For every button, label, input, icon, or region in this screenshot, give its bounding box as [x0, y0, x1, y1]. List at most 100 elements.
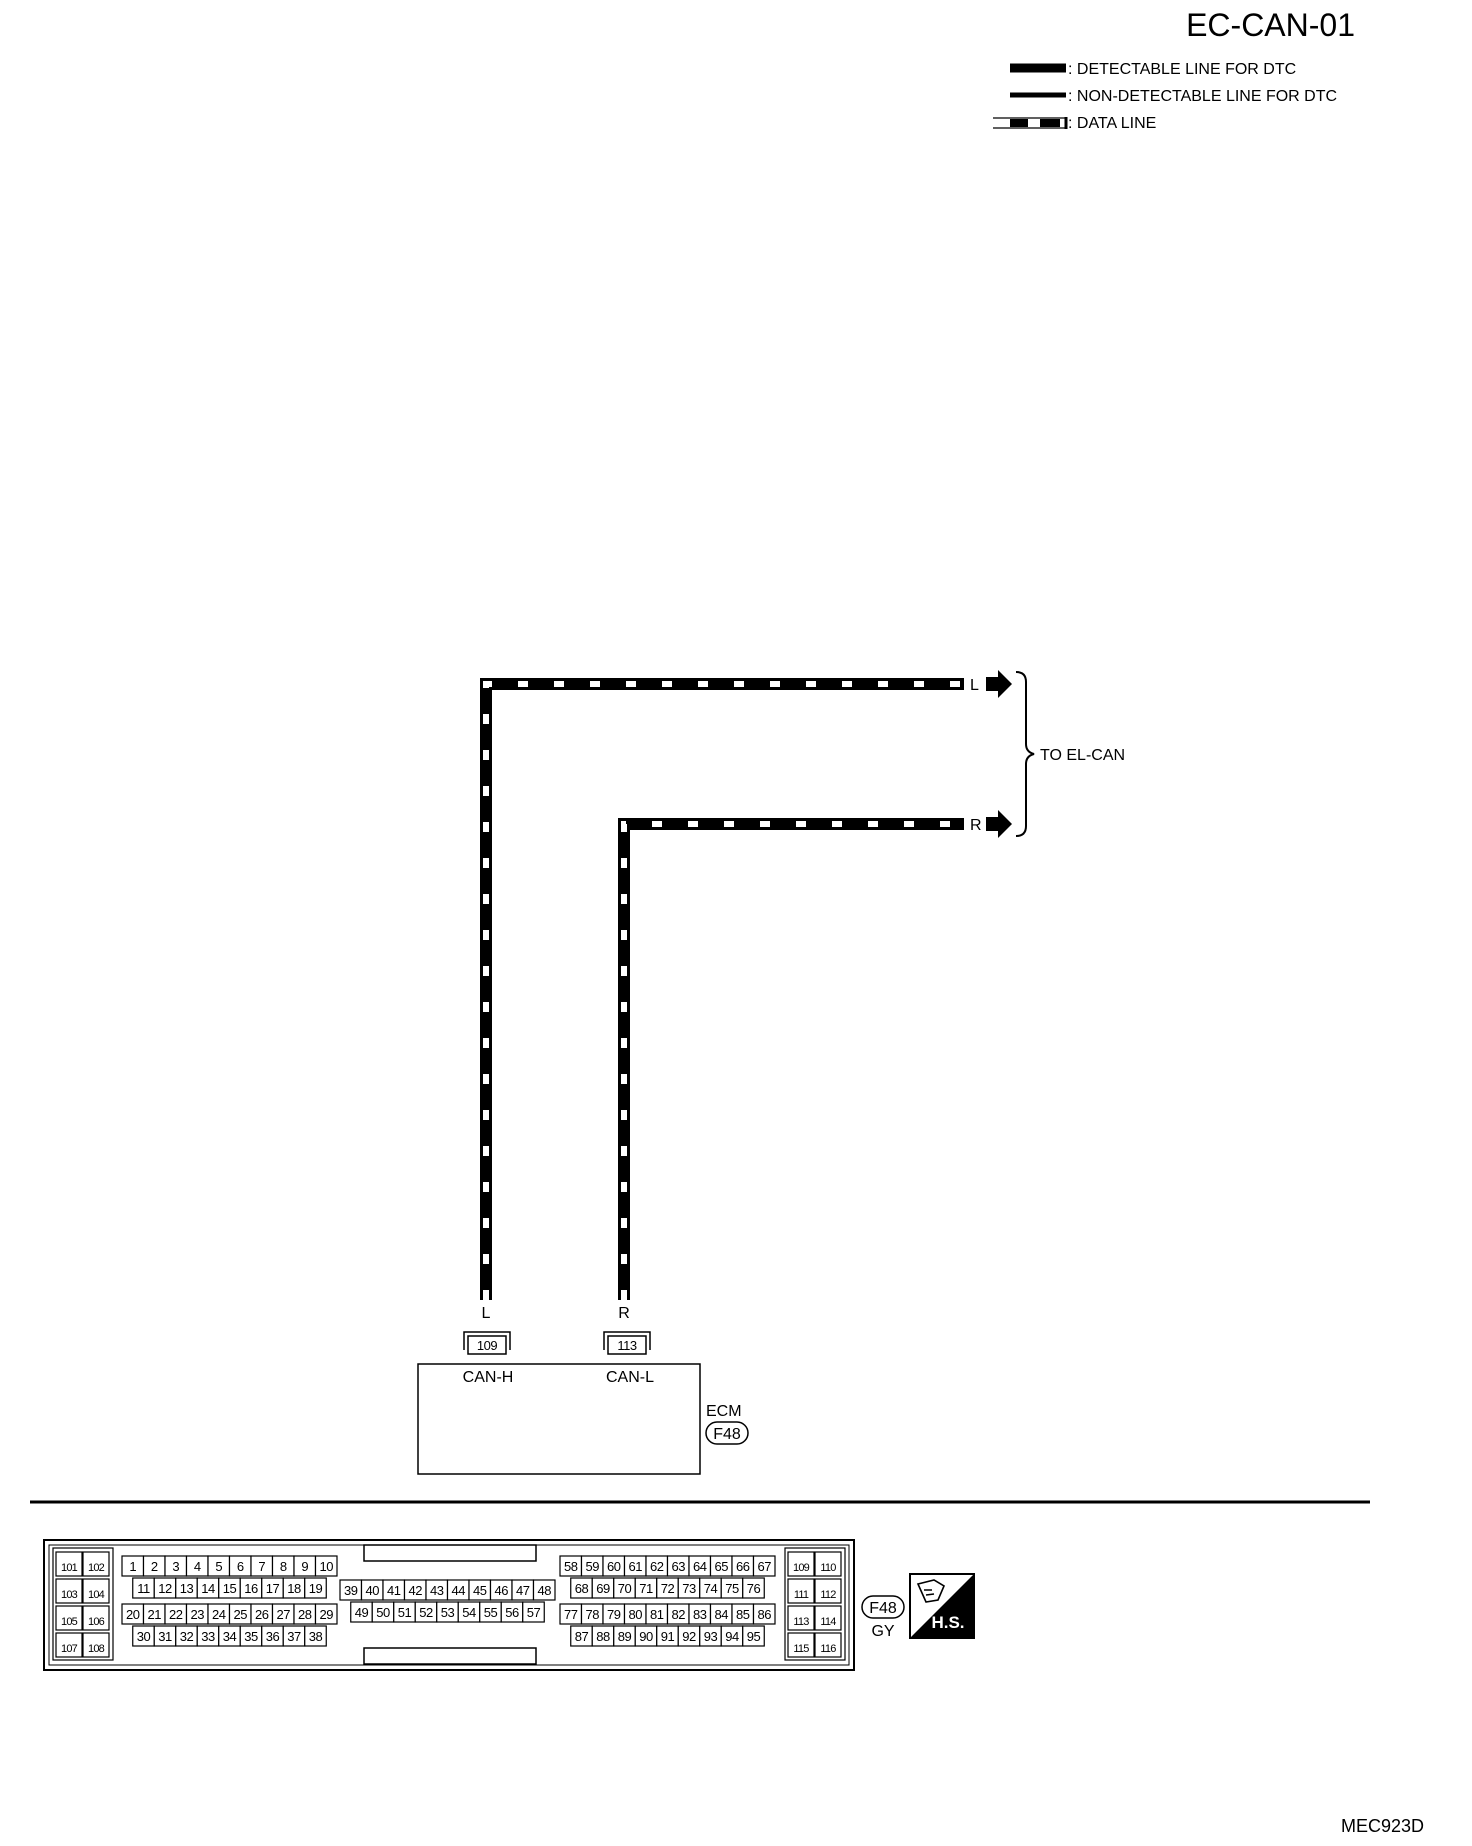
pin-number: 42	[409, 1583, 423, 1598]
pin-number: 73	[682, 1581, 696, 1596]
pin-cavity-49: 49	[350, 1601, 373, 1623]
pin-number: 93	[704, 1629, 718, 1644]
pin-cavity-110: 110	[814, 1551, 842, 1577]
pin-cavity-34: 34	[218, 1625, 241, 1647]
pin-cavity-64: 64	[688, 1555, 712, 1577]
pin-cavity-73: 73	[677, 1577, 701, 1599]
pin-number: 61	[629, 1559, 643, 1574]
pin-number: 58	[564, 1559, 578, 1574]
brace	[1015, 671, 1035, 837]
pin-cavity-28: 28	[293, 1603, 317, 1625]
pin-number: 10	[320, 1559, 334, 1574]
pin-number: 51	[398, 1605, 412, 1620]
pin-cavity-80: 80	[623, 1603, 647, 1625]
pin-cavity-60: 60	[602, 1555, 626, 1577]
pin-cavity-107: 107	[55, 1632, 83, 1658]
pin-number: 9	[301, 1559, 308, 1574]
ecm-connector-badge: F48	[705, 1421, 749, 1445]
pin-number: 83	[693, 1607, 707, 1622]
pin-number: 1	[129, 1559, 136, 1574]
pin-number: 23	[191, 1607, 205, 1622]
pin-cavity-33: 33	[196, 1625, 220, 1647]
pin-cavity-13: 13	[175, 1577, 198, 1599]
pin-number: 67	[758, 1559, 772, 1574]
pin-cavity-95: 95	[742, 1625, 765, 1647]
pin-number: 66	[736, 1559, 750, 1574]
pin-number: 32	[180, 1629, 194, 1644]
pin-number: 7	[258, 1559, 265, 1574]
pin-number: 57	[527, 1605, 541, 1620]
pin-cavity-113: 113	[787, 1605, 815, 1631]
pin-number: 59	[586, 1559, 600, 1574]
pin-number: 35	[244, 1629, 258, 1644]
pin-cavity-44: 44	[446, 1579, 470, 1601]
pin-number: 81	[650, 1607, 664, 1622]
pin-cavity-32: 32	[175, 1625, 198, 1647]
legend-non-detectable-label: : NON-DETECTABLE LINE FOR DTC	[1068, 88, 1337, 105]
ecm-label: ECM	[706, 1403, 742, 1420]
pin-number: 55	[484, 1605, 498, 1620]
pin-cavity-11: 11	[132, 1577, 155, 1599]
pin-cavity-42: 42	[403, 1579, 427, 1601]
pin-number: 64	[693, 1559, 707, 1574]
pin-cavity-10: 10	[314, 1555, 338, 1577]
pin-cavity-109: 109	[787, 1551, 815, 1577]
pin-number: 85	[736, 1607, 750, 1622]
pin-cavity-25: 25	[228, 1603, 252, 1625]
pin-number: 101	[61, 1562, 78, 1574]
pin-cavity-94: 94	[720, 1625, 744, 1647]
pin-cavity-57: 57	[522, 1601, 545, 1623]
pin-cavity-65: 65	[709, 1555, 733, 1577]
pin-number: 16	[244, 1581, 258, 1596]
pin-cavity-36: 36	[261, 1625, 284, 1647]
arrow-right-icon	[986, 810, 1012, 838]
svg-text:F48: F48	[869, 1600, 897, 1617]
pin-block-frame	[52, 1547, 114, 1661]
pin-cavity-3: 3	[164, 1555, 188, 1577]
pin-cavity-68: 68	[570, 1577, 593, 1599]
pin-cavity-29: 29	[314, 1603, 338, 1625]
pin-number: 17	[266, 1581, 280, 1596]
pin-cavity-101: 101	[55, 1551, 83, 1577]
pin-number: 56	[505, 1605, 519, 1620]
pin-number: 48	[538, 1583, 552, 1598]
pin-cavity-61: 61	[623, 1555, 647, 1577]
pin-number: 37	[287, 1629, 301, 1644]
pin-cavity-2: 2	[142, 1555, 166, 1577]
pin-number: 4	[194, 1559, 201, 1574]
pin-block-frame	[784, 1547, 846, 1661]
pin-cavity-58: 58	[559, 1555, 583, 1577]
pin-cavity-14: 14	[196, 1577, 220, 1599]
pin-number: 65	[715, 1559, 729, 1574]
connector-id-badge: F48	[861, 1595, 905, 1619]
pin-number: 24	[212, 1607, 226, 1622]
pin-number: 69	[596, 1581, 610, 1596]
pin-number: 76	[747, 1581, 761, 1596]
pin-cavity-55: 55	[479, 1601, 502, 1623]
pin-cavity-56: 56	[500, 1601, 524, 1623]
arrow-right-icon	[986, 670, 1012, 698]
pin-number: 36	[266, 1629, 280, 1644]
pin-number: 68	[575, 1581, 589, 1596]
pin-cavity-85: 85	[731, 1603, 755, 1625]
pin-number: 102	[88, 1562, 105, 1574]
pin-number: 75	[725, 1581, 739, 1596]
pin-number: 18	[287, 1581, 301, 1596]
pin-a-wire-color: L	[482, 1305, 491, 1322]
pin-number: 53	[441, 1605, 455, 1620]
pin-cavity-53: 53	[436, 1601, 459, 1623]
pin-number: 95	[747, 1629, 761, 1644]
pin-number: 63	[672, 1559, 686, 1574]
pin-number: 14	[201, 1581, 215, 1596]
pin-cavity-6: 6	[228, 1555, 252, 1577]
pin-cavity-84: 84	[709, 1603, 733, 1625]
page-title: EC-CAN-01	[1186, 7, 1355, 43]
pin-cavity-1: 1	[121, 1555, 145, 1577]
pin-number: 62	[650, 1559, 664, 1574]
pin-number: 84	[715, 1607, 729, 1622]
pin-cavity-92: 92	[677, 1625, 701, 1647]
pin-number: 60	[607, 1559, 621, 1574]
pin-cavity-102: 102	[82, 1551, 110, 1577]
pin-cavity-21: 21	[142, 1603, 166, 1625]
pin-number: 30	[137, 1629, 151, 1644]
